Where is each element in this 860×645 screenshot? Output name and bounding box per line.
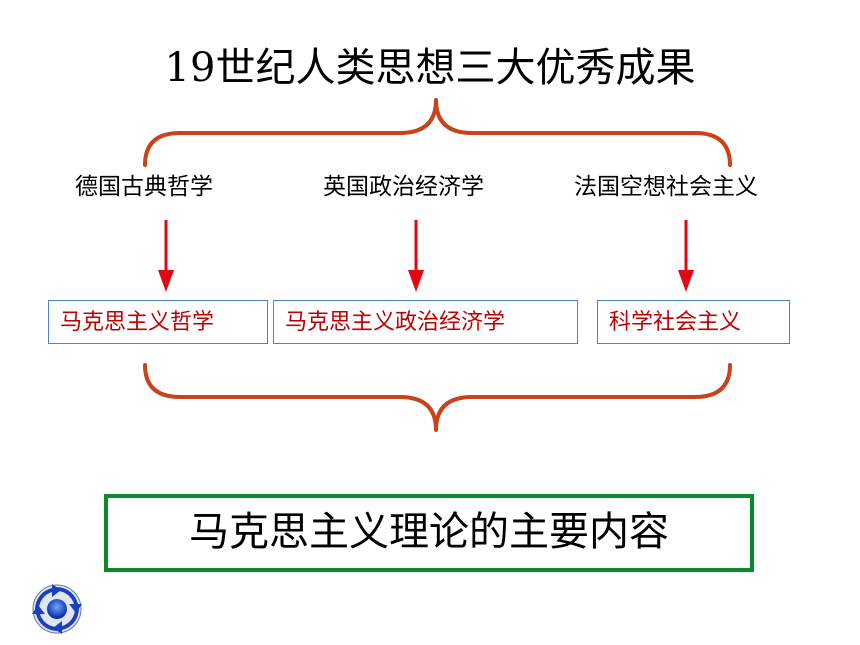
source-german-philosophy: 德国古典哲学 <box>75 174 213 200</box>
source-british-economics: 英国政治经济学 <box>323 174 484 200</box>
arrow-3 <box>678 220 694 292</box>
bottom-brace <box>143 363 732 432</box>
result-scientific-socialism: 科学社会主义 <box>609 310 742 335</box>
result-box-philosophy <box>48 300 268 344</box>
summary-text: 马克思主义理论的主要内容 <box>189 509 669 555</box>
top-brace <box>143 98 732 167</box>
diagram-title: 19世纪人类思想三大优秀成果 <box>164 45 696 91</box>
result-box-socialism <box>597 300 790 344</box>
result-marxist-economics: 马克思主义政治经济学 <box>285 310 506 335</box>
summary-box <box>104 494 754 572</box>
source-french-socialism: 法国空想社会主义 <box>574 174 758 200</box>
result-marxist-philosophy: 马克思主义哲学 <box>60 310 215 335</box>
refresh-cycle-icon[interactable] <box>30 582 84 636</box>
arrow-2 <box>408 220 424 292</box>
arrow-1 <box>158 220 174 292</box>
result-box-economics <box>273 300 578 344</box>
